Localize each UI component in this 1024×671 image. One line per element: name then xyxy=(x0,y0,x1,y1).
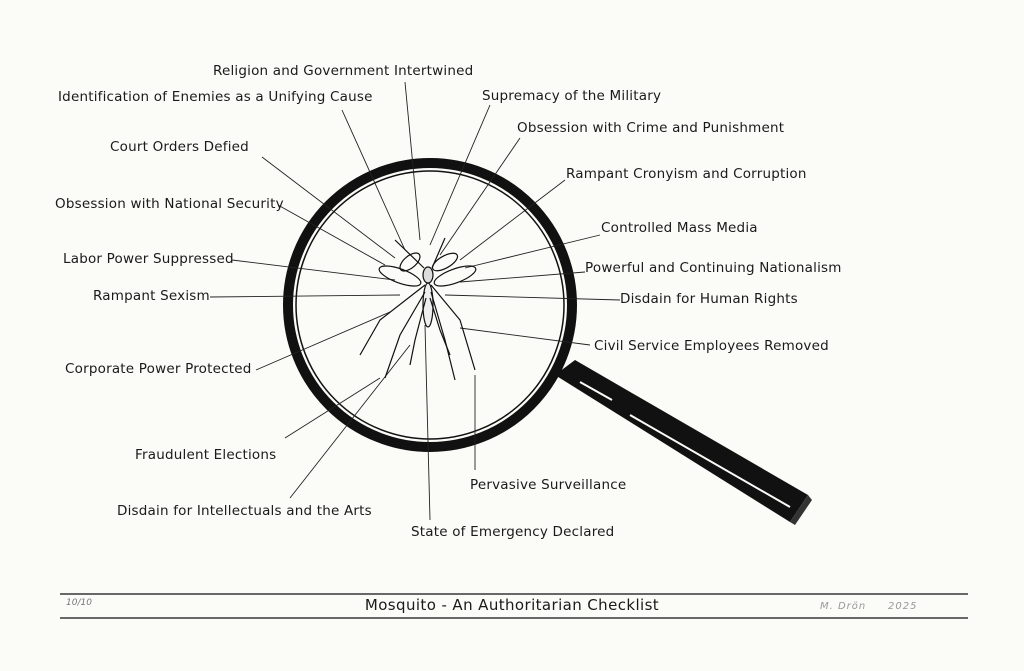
title-caption: Mosquito - An Authoritarian Checklist xyxy=(364,596,660,614)
edition-number: 10/10 xyxy=(66,598,92,608)
label-intellectuals-arts: Disdain for Intellectuals and the Arts xyxy=(117,503,372,519)
leader-lines xyxy=(209,81,621,521)
label-labor-power: Labor Power Suppressed xyxy=(63,251,234,267)
mosquito-icon xyxy=(359,237,477,381)
label-state-of-emergency: State of Emergency Declared xyxy=(411,524,615,540)
label-controlled-media: Controlled Mass Media xyxy=(601,220,758,236)
label-religion-government: Religion and Government Intertwined xyxy=(213,63,474,79)
label-corporate-power: Corporate Power Protected xyxy=(65,361,252,377)
label-court-orders-defied: Court Orders Defied xyxy=(110,139,249,155)
handle xyxy=(555,360,812,525)
label-national-security: Obsession with National Security xyxy=(55,196,284,212)
label-civil-service: Civil Service Employees Removed xyxy=(594,338,829,354)
year: 2025 xyxy=(888,601,918,612)
artist-signature: M. Drön xyxy=(820,601,867,612)
label-pervasive-surveillance: Pervasive Surveillance xyxy=(470,477,627,493)
label-rampant-sexism: Rampant Sexism xyxy=(93,288,210,304)
label-supremacy-military: Supremacy of the Military xyxy=(482,88,662,104)
label-crime-punishment: Obsession with Crime and Punishment xyxy=(517,120,785,136)
label-fraudulent-elections: Fraudulent Elections xyxy=(135,447,277,463)
label-nationalism: Powerful and Continuing Nationalism xyxy=(585,260,842,276)
lens-ring xyxy=(283,158,577,452)
label-cronyism-corruption: Rampant Cronyism and Corruption xyxy=(566,166,807,182)
label-identification-of-enemies: Identification of Enemies as a Unifying … xyxy=(58,89,373,105)
label-human-rights: Disdain for Human Rights xyxy=(620,291,798,307)
